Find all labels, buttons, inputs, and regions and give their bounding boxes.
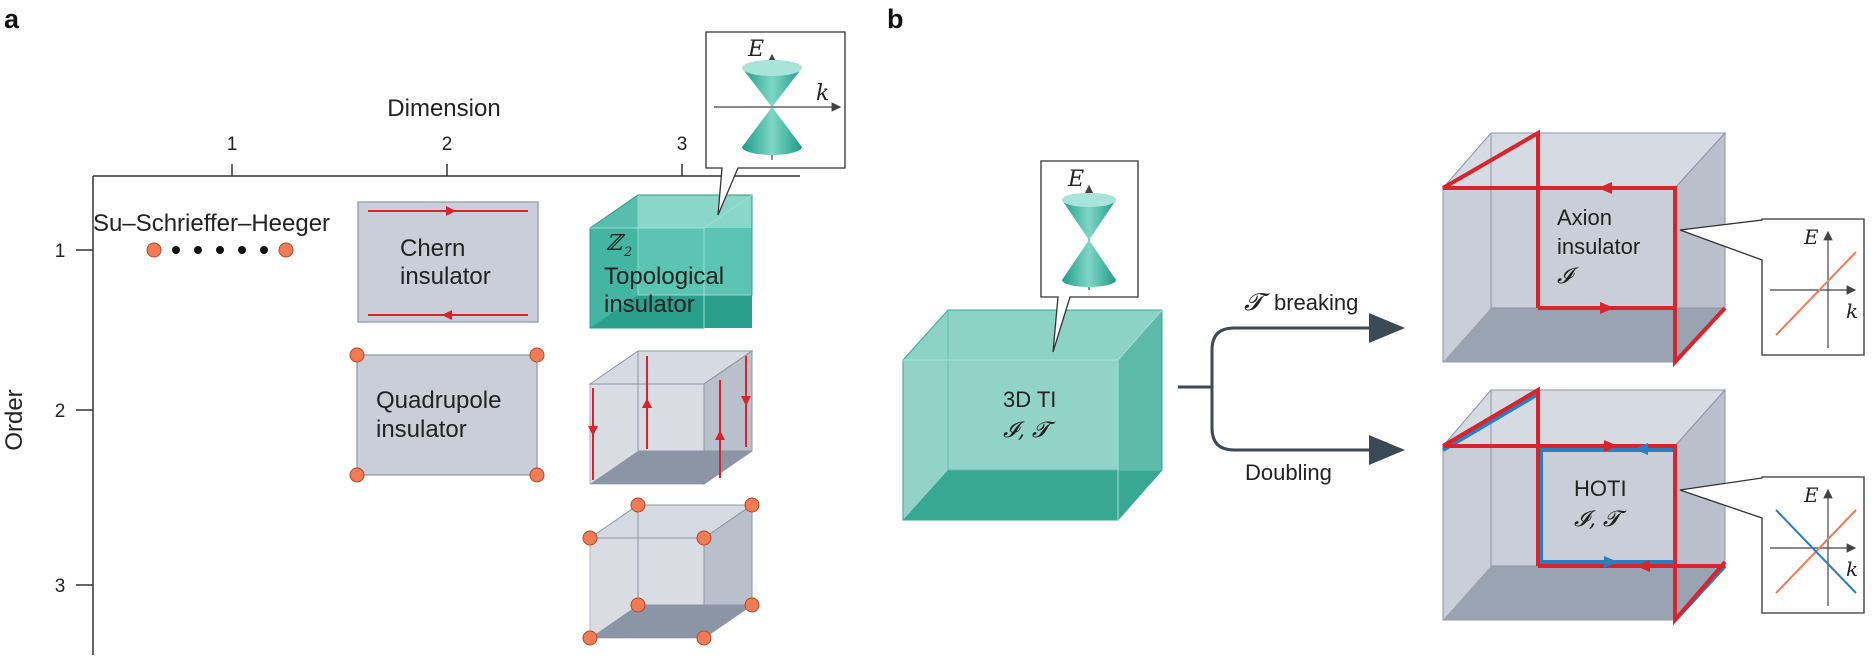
ti-cube: [589, 194, 753, 329]
three-d-ti-label-line2: 𝓘, 𝓣: [1003, 418, 1056, 443]
y-axis-title: Order: [1, 389, 28, 450]
x-axis-title: Dimension: [387, 95, 500, 122]
y-tick-label-3: 3: [55, 576, 66, 597]
ti-label-line1: Topological: [604, 263, 724, 290]
third-order-cube: [582, 497, 760, 646]
hoti-inset: [1679, 476, 1865, 614]
three-d-ti-label-line1: 3D TI: [1003, 387, 1056, 412]
panel-b-label: b: [887, 4, 904, 34]
axion-insulator-cube: [1441, 129, 1727, 368]
doubling-label: Doubling: [1245, 460, 1332, 485]
ti-z2-subscript: 2: [623, 245, 632, 260]
callout-a-k-label: k: [816, 81, 829, 106]
panel-a-label: a: [4, 4, 20, 34]
ssh-chain: [146, 242, 294, 258]
quadrupole-label-line2: insulator: [376, 416, 467, 443]
quadrupole-box: [356, 354, 538, 476]
ssh-label: Su–Schrieffer–Heeger: [93, 210, 330, 237]
callout-b-E-label: E: [1067, 167, 1084, 192]
chern-label-line1: Chern: [400, 235, 465, 262]
second-order-cube: [588, 350, 754, 485]
axion-label-line1: Axion: [1557, 205, 1612, 230]
hoti-inset-k-label: k: [1846, 557, 1858, 581]
t-breaking-symbol: 𝓣: [1244, 288, 1270, 316]
callout-a-E-label: E: [747, 37, 764, 62]
hoti-label-line1: HOTI: [1574, 476, 1627, 501]
axion-inset: [1679, 218, 1865, 356]
three-d-ti-cube: [902, 309, 1163, 521]
x-tick-label-1: 1: [227, 134, 238, 155]
y-tick-label-2: 2: [55, 401, 66, 422]
dirac-cone-icon-b: [1062, 184, 1116, 290]
y-tick-label-1: 1: [55, 241, 66, 262]
t-breaking-label: breaking: [1274, 290, 1358, 315]
chern-box: [357, 201, 539, 323]
axion-label-line2: insulator: [1557, 234, 1640, 259]
chern-label-line2: insulator: [400, 263, 491, 290]
dirac-cone-icon-a: [714, 53, 842, 160]
hoti-inset-E-label: E: [1803, 483, 1819, 507]
quadrupole-label-line1: Quadrupole: [376, 387, 501, 414]
ti-label-line2: insulator: [604, 291, 695, 318]
ti-z2-symbol: ℤ: [606, 231, 626, 256]
branch-arrows: [1178, 313, 1405, 465]
hoti-label-line2: 𝓘, 𝓣: [1574, 507, 1627, 532]
axion-inset-k-label: k: [1846, 299, 1858, 323]
x-tick-label-3: 3: [677, 134, 688, 155]
axion-inset-E-label: E: [1803, 225, 1819, 249]
x-tick-label-2: 2: [442, 134, 453, 155]
hoti-cube: [1441, 386, 1727, 626]
quadrupole-corner-states: [349, 347, 545, 483]
chern-edge-arrows: [368, 206, 528, 320]
